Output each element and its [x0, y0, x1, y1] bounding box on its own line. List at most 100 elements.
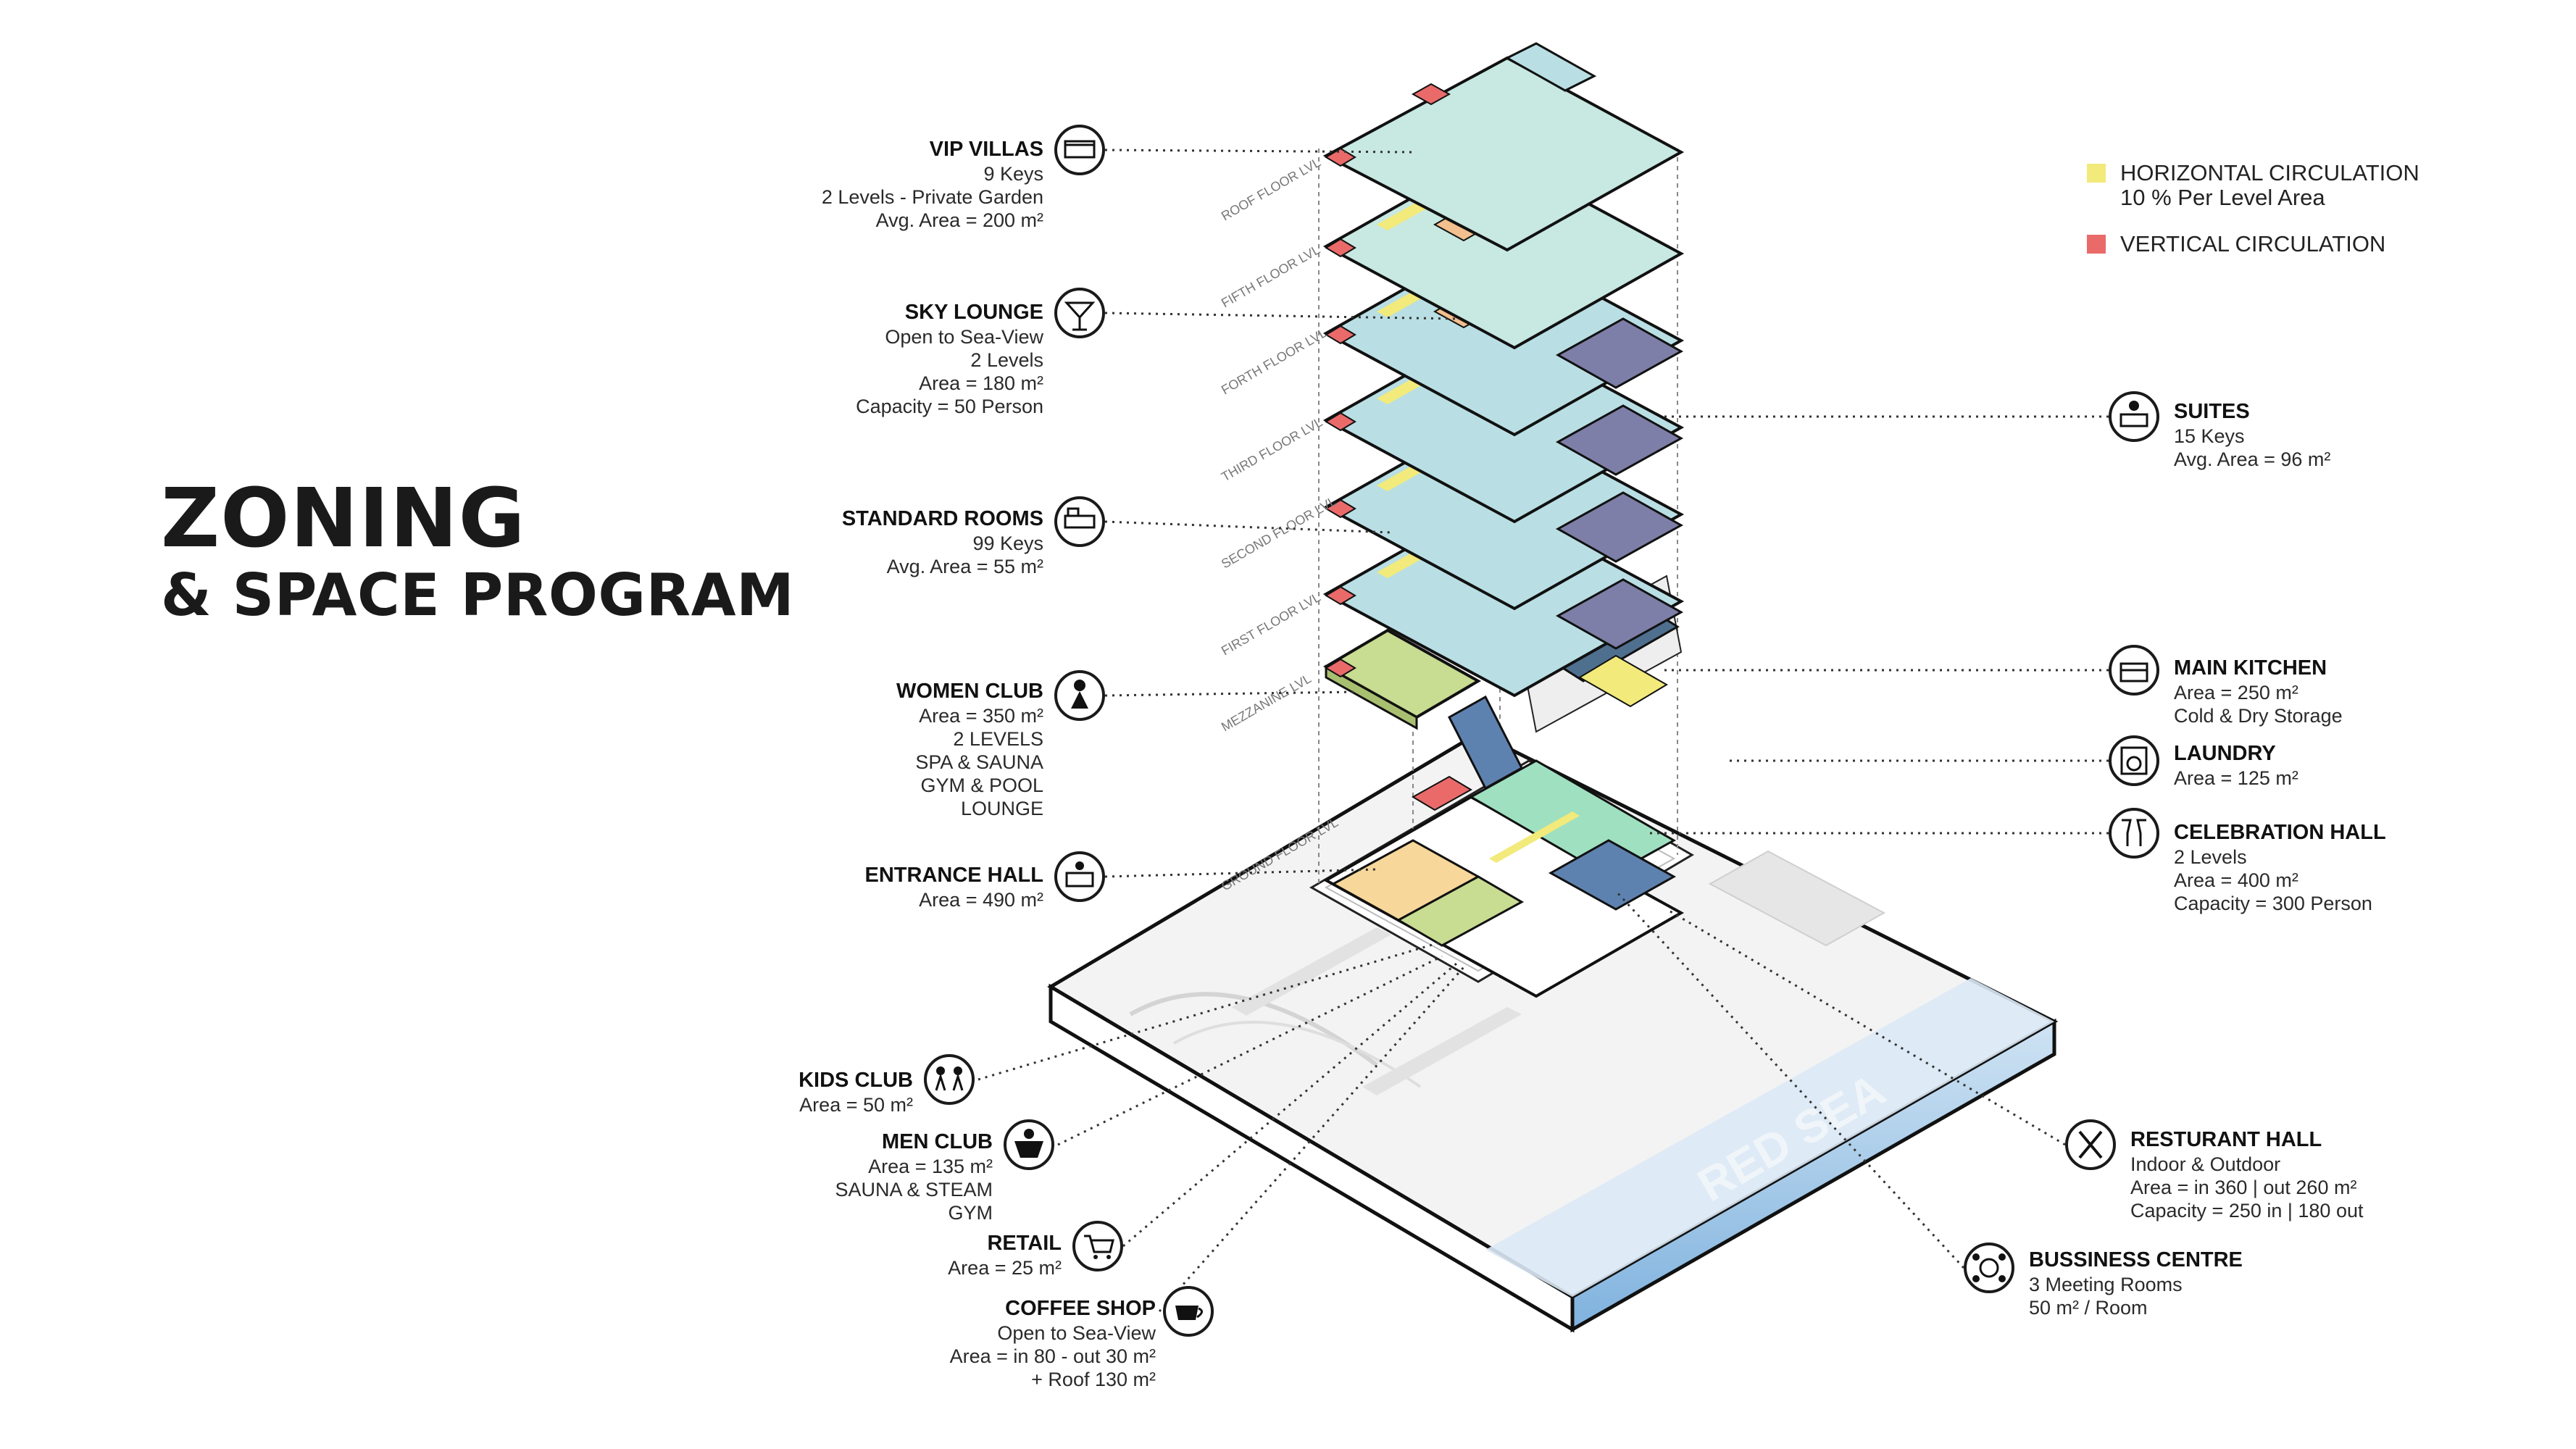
label-line: GYM & POOL	[920, 774, 1043, 796]
cocktail-icon	[1054, 288, 1105, 338]
title-line-1: ZONING	[161, 472, 526, 566]
label-line: Area = in 80 - out 30 m²	[949, 1345, 1156, 1367]
typical-floors	[1322, 42, 1685, 698]
label-line: Area = 25 m²	[948, 1257, 1062, 1279]
label-line: 2 LEVELS	[953, 728, 1043, 750]
label-retail: RETAIL Area = 25 m²	[948, 1232, 1062, 1279]
label-line: 2 Levels	[970, 349, 1043, 371]
label-line: Cold & Dry Storage	[2174, 705, 2343, 727]
cutlery-icon	[2065, 1119, 2116, 1170]
label-line: 2 Levels - Private Garden	[821, 186, 1043, 208]
legend-swatch-horizontal	[2087, 164, 2106, 183]
label-entrance-hall: ENTRANCE HALL Area = 490 m²	[865, 864, 1044, 911]
label-kids-club: KIDS CLUB Area = 50 m²	[799, 1069, 913, 1116]
label-laundry: LAUNDRY Area = 125 m²	[2174, 742, 2298, 790]
icons	[924, 125, 2159, 1337]
floor-label-first: FIRST FLOOR LVL	[1219, 590, 1323, 659]
label-title: RETAIL	[987, 1232, 1062, 1255]
kids-icon	[924, 1054, 975, 1105]
label-line: Area = 350 m²	[919, 705, 1043, 727]
label-line: Avg. Area = 200 m²	[875, 209, 1043, 231]
washer-icon	[2109, 735, 2159, 786]
legend-label-horizontal: HORIZONTAL CIRCULATION	[2120, 160, 2419, 185]
bed-icon	[1054, 496, 1105, 547]
floor-label-fifth: FIFTH FLOOR LVL	[1219, 242, 1322, 310]
label-line: Indoor & Outdoor	[2130, 1153, 2281, 1175]
label-title: RESTURANT HALL	[2130, 1128, 2322, 1151]
label-line: Area = 250 m²	[2174, 682, 2298, 703]
label-men-club: MEN CLUB Area = 135 m² SAUNA & STEAM GYM	[835, 1130, 993, 1224]
label-line: 9 Keys	[983, 163, 1043, 185]
villa-icon	[1054, 125, 1105, 175]
label-line: Open to Sea-View	[997, 1322, 1156, 1344]
label-title: COFFEE SHOP	[1005, 1297, 1156, 1320]
reception-icon	[1054, 851, 1105, 902]
label-coffee-shop: COFFEE SHOP Open to Sea-View Area = in 8…	[950, 1297, 1156, 1391]
label-line: Open to Sea-View	[885, 326, 1043, 348]
label-title: MAIN KITCHEN	[2174, 656, 2327, 680]
label-title: BUSSINESS CENTRE	[2029, 1248, 2243, 1271]
legend-item-vertical: VERTICAL CIRCULATION	[2087, 232, 2419, 256]
label-sky-lounge: SKY LOUNGE Open to Sea-View 2 Levels Are…	[856, 301, 1043, 418]
label-line: Area = 135 m²	[868, 1156, 993, 1177]
floor-label-second: SECOND FLOOR LVL	[1219, 493, 1339, 571]
legend-sub-horizontal: 10 % Per Level Area	[2120, 185, 2325, 210]
label-line: SAUNA & STEAM	[835, 1179, 993, 1200]
label-suites: SUITES 15 Keys Avg. Area = 96 m²	[2174, 400, 2330, 471]
title-line-2: & SPACE PROGRAM	[161, 561, 795, 629]
label-line: 50 m² / Room	[2029, 1297, 2148, 1319]
coffee-icon	[1163, 1286, 1214, 1337]
label-line: SPA & SAUNA	[915, 751, 1043, 773]
label-celebration-hall: CELEBRATION HALL 2 Levels Area = 400 m² …	[2174, 821, 2386, 915]
label-title: VIP VILLAS	[929, 138, 1043, 161]
label-title: CELEBRATION HALL	[2174, 821, 2386, 844]
floor-label-roof: ROOF FLOOR LVL	[1219, 155, 1323, 224]
floor-label-third: THIRD FLOOR LVL	[1219, 414, 1325, 484]
label-line: Area = in 360 | out 260 m²	[2130, 1177, 2357, 1198]
label-standard-rooms: STANDARD ROOMS 99 Keys Avg. Area = 55 m²	[842, 507, 1043, 578]
legend-item-horizontal: HORIZONTAL CIRCULATION 10 % Per Level Ar…	[2087, 161, 2419, 210]
label-vip-villas: VIP VILLAS 9 Keys 2 Levels - Private Gar…	[822, 138, 1043, 232]
label-title: MEN CLUB	[881, 1130, 993, 1153]
label-title: KIDS CLUB	[799, 1069, 913, 1092]
label-line: 15 Keys	[2174, 425, 2245, 447]
label-line: Capacity = 50 Person	[856, 396, 1043, 417]
label-resturant-hall: RESTURANT HALL Indoor & Outdoor Area = i…	[2130, 1128, 2363, 1222]
legend: HORIZONTAL CIRCULATION 10 % Per Level Ar…	[2087, 161, 2419, 278]
floor-label-forth: FORTH FLOOR LVL	[1219, 325, 1329, 398]
suite-icon	[2109, 391, 2159, 442]
label-line: LOUNGE	[960, 798, 1043, 819]
label-line: 99 Keys	[972, 533, 1043, 554]
floor-label-mezzanine: MEZZANINE LVL	[1219, 671, 1314, 734]
floor-plates	[1322, 42, 1685, 998]
meeting-icon	[1964, 1243, 2014, 1293]
leader-lines	[978, 149, 2109, 1312]
muscle-icon	[1004, 1119, 1054, 1170]
label-line: Capacity = 300 Person	[2174, 893, 2372, 914]
label-main-kitchen: MAIN KITCHEN Area = 250 m² Cold & Dry St…	[2174, 656, 2343, 727]
label-line: 3 Meeting Rooms	[2029, 1274, 2183, 1295]
label-women-club: WOMEN CLUB Area = 350 m² 2 LEVELS SPA & …	[896, 680, 1043, 820]
label-line: Avg. Area = 96 m²	[2174, 448, 2331, 470]
legend-label-vertical: VERTICAL CIRCULATION	[2120, 231, 2386, 256]
label-line: Area = 125 m²	[2174, 767, 2298, 789]
cart-icon	[1072, 1221, 1123, 1271]
label-line: GYM	[948, 1202, 993, 1224]
label-title: SUITES	[2174, 400, 2250, 423]
label-line: Area = 180 m²	[919, 372, 1043, 394]
toast-icon	[2109, 808, 2159, 859]
label-line: Capacity = 250 in | 180 out	[2130, 1200, 2364, 1222]
label-title: WOMEN CLUB	[896, 680, 1043, 703]
floor-labels: ROOF FLOOR LVL FIFTH FLOOR LVL FORTH FLO…	[1219, 155, 1341, 894]
page-title: ZONING & SPACE PROGRAM	[161, 478, 794, 625]
label-bussiness-centre: BUSSINESS CENTRE 3 Meeting Rooms 50 m² /…	[2029, 1248, 2243, 1319]
ground-floor-plate	[1322, 759, 1685, 998]
label-line: + Roof 130 m²	[1031, 1369, 1156, 1390]
label-title: LAUNDRY	[2174, 742, 2276, 765]
label-title: ENTRANCE HALL	[864, 864, 1044, 887]
label-title: SKY LOUNGE	[904, 301, 1043, 324]
label-line: Area = 400 m²	[2174, 869, 2298, 891]
label-line: 2 Levels	[2174, 846, 2247, 868]
label-line: Area = 50 m²	[799, 1094, 913, 1116]
